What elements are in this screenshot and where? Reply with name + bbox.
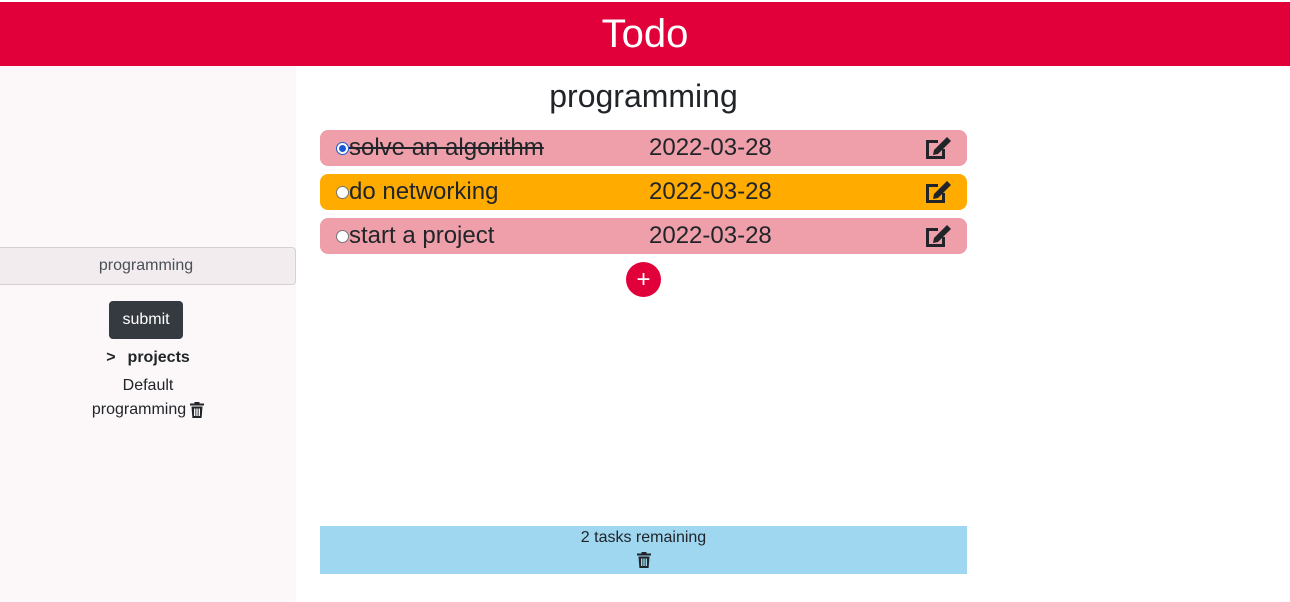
app-title: Todo	[601, 11, 689, 56]
project-item-programming[interactable]: programming	[0, 398, 296, 422]
project-list: Default programming	[0, 374, 296, 422]
chevron-right-icon: >	[106, 349, 116, 366]
project-title: programming	[549, 78, 738, 114]
tasks-footer: 2 tasks remaining	[320, 526, 967, 574]
task-row: start a project 2022-03-28	[320, 218, 967, 254]
task-date: 2022-03-28	[649, 222, 772, 249]
add-task-button[interactable]: +	[626, 262, 661, 297]
clear-completed-trash-icon[interactable]	[636, 552, 651, 568]
task-name: start a project	[349, 222, 495, 249]
task-complete-radio[interactable]	[336, 141, 349, 155]
project-item-label: Default	[122, 377, 174, 394]
edit-icon[interactable]	[923, 223, 953, 249]
task-name: solve an algorithm	[349, 134, 544, 161]
project-item-label: programming	[91, 401, 187, 418]
task-row: do networking 2022-03-28	[320, 174, 967, 210]
submit-button[interactable]: submit	[109, 301, 183, 339]
edit-icon[interactable]	[923, 179, 953, 205]
sidebar: submit > projects Default programming	[0, 66, 296, 602]
trash-icon[interactable]	[190, 402, 205, 418]
task-name: do networking	[349, 178, 499, 205]
task-complete-radio[interactable]	[336, 229, 349, 243]
projects-heading: projects	[127, 349, 190, 366]
task-row: solve an algorithm 2022-03-28	[320, 130, 967, 166]
project-item-default[interactable]: Default	[0, 374, 296, 398]
project-name-input[interactable]	[0, 247, 296, 285]
tasks-remaining-count: 2 tasks remaining	[580, 529, 707, 546]
task-date: 2022-03-28	[649, 178, 772, 205]
edit-icon[interactable]	[923, 135, 953, 161]
projects-toggle[interactable]: > projects	[0, 347, 296, 369]
app-header: Todo	[0, 2, 1290, 66]
task-complete-radio[interactable]	[336, 185, 349, 199]
task-date: 2022-03-28	[649, 134, 772, 161]
